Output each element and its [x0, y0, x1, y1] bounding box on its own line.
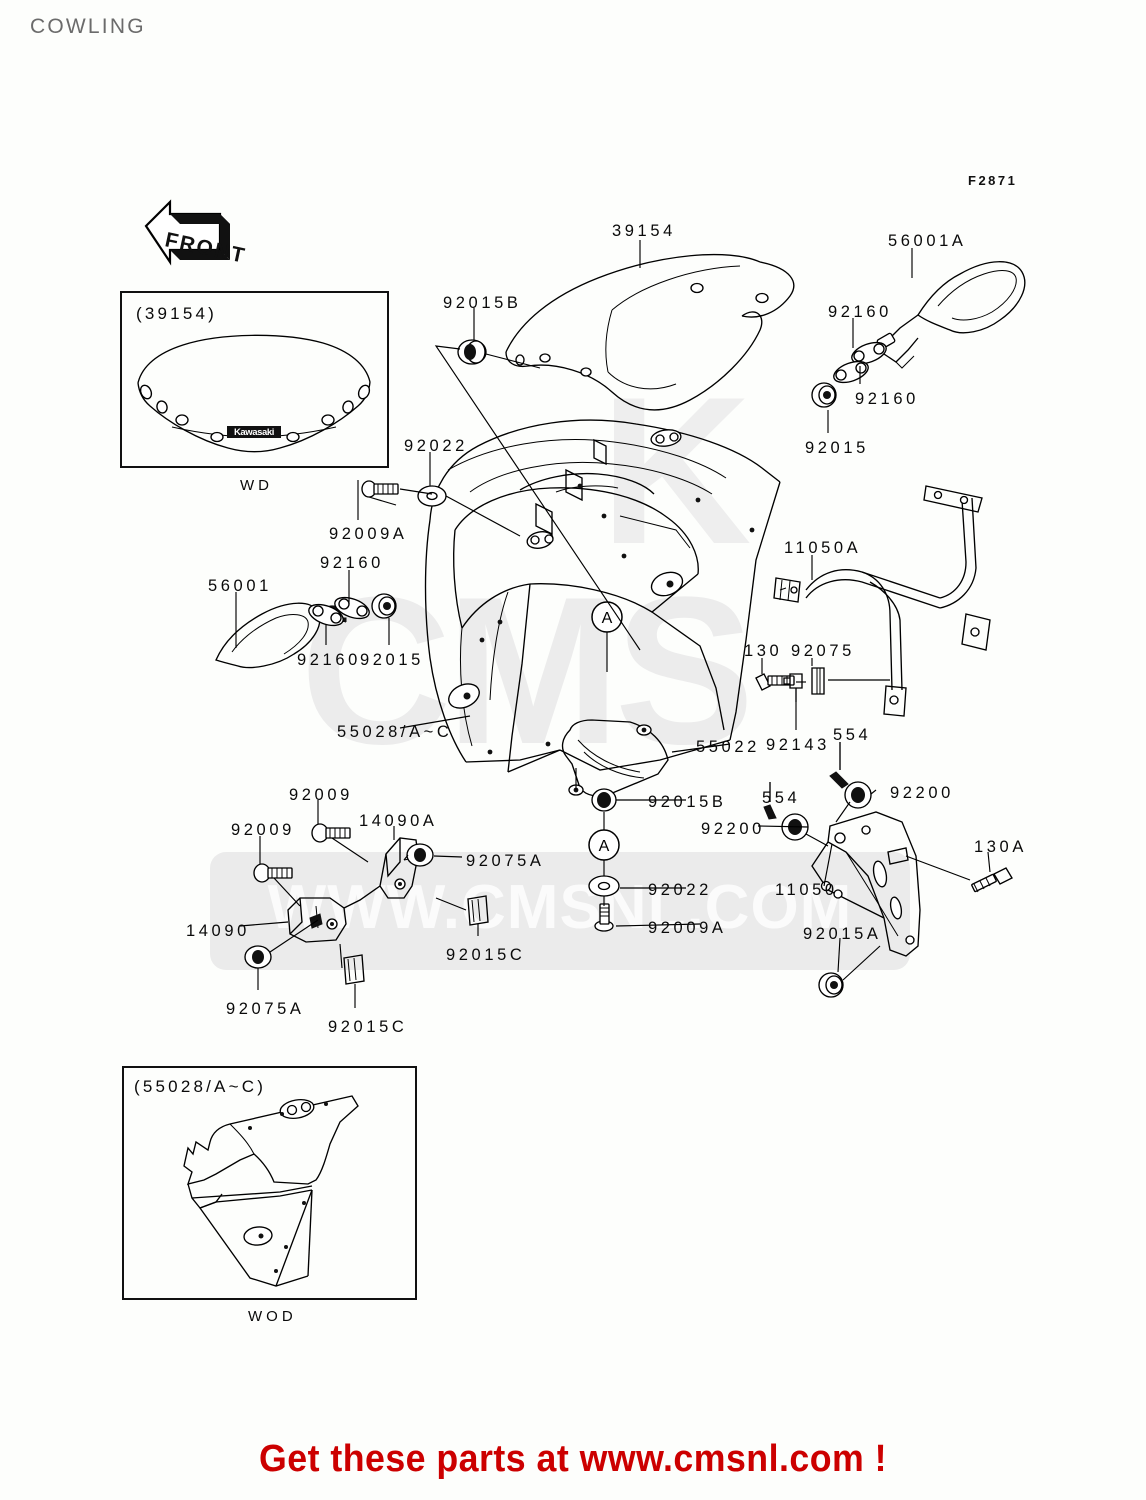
callout-marker-a-lower: A — [588, 829, 620, 861]
watermark-bar — [210, 852, 910, 970]
part-label-92143: 92143 — [766, 736, 830, 754]
part-screws-92009 — [253, 823, 351, 883]
part-label-39154: 39154 — [612, 222, 676, 240]
part-nut-left-92015 — [371, 593, 397, 619]
part-label-92009: 92009 — [231, 821, 295, 839]
main-exploded-drawing: A A — [215, 240, 1026, 1008]
part-label-92160: 92160 — [855, 390, 919, 408]
part-screw-92009A-left — [361, 480, 399, 498]
inset-cowling-caption: WOD — [248, 1308, 297, 1325]
inset-windshield-caption: WD — [240, 477, 273, 494]
part-label-92022: 92022 — [648, 881, 712, 899]
part-label-92009: 92009 — [289, 786, 353, 804]
reference-code: F2871 — [968, 173, 1018, 188]
part-screw-92009A-mid — [594, 903, 614, 932]
inset-cowling-label: (55028/A~C) — [134, 1077, 267, 1096]
part-collar-92143 — [783, 673, 803, 702]
part-label-92075: 92075 — [791, 642, 855, 660]
part-label-55028-A-C: 55028/A~C — [337, 723, 453, 741]
part-label-11050: 11050 — [775, 881, 838, 899]
part-grommet-92015B-top — [457, 339, 487, 365]
part-dampers-92075A — [244, 843, 434, 969]
part-label-92015: 92015 — [805, 439, 869, 457]
part-label-92160: 92160 — [828, 303, 892, 321]
part-label-130: 130 — [744, 642, 783, 660]
part-bolt-130 — [755, 673, 795, 691]
part-spacers-left-92160 — [308, 596, 370, 627]
part-grommet-92075 — [811, 667, 825, 695]
part-label-554: 554 — [762, 789, 801, 807]
part-bushings-92200 — [781, 781, 872, 841]
svg-text:A: A — [602, 610, 613, 627]
part-label-14090A: 14090A — [359, 812, 438, 830]
part-label-11050A: 11050A — [784, 539, 862, 557]
leader-lines — [235, 240, 991, 1008]
page-title: COWLING — [30, 15, 146, 38]
part-windscreen-39154 — [505, 253, 795, 411]
part-clips-92015C — [343, 895, 489, 985]
inset-cowling-frame — [122, 1066, 417, 1300]
part-label-55022: 55022 — [696, 738, 760, 756]
inset-windshield-drawing: Kawasaki — [137, 334, 371, 453]
part-cover-14090A — [343, 837, 419, 909]
inset-windshield-label: (39154) — [136, 304, 217, 323]
watermark-url: WWW.CMSNL.COM — [267, 873, 853, 942]
part-label-554: 554 — [833, 726, 872, 744]
part-washer-92022-mid — [588, 875, 620, 897]
svg-text:A: A — [599, 838, 610, 855]
part-nut-92015A — [818, 972, 844, 998]
part-washer-92022-top — [417, 485, 447, 507]
part-label-92009A: 92009A — [329, 525, 408, 543]
part-label-92200: 92200 — [701, 820, 765, 838]
part-label-14090: 14090 — [186, 922, 250, 940]
front-arrow-icon: FRONT — [144, 199, 248, 268]
svg-text:Kawasaki: Kawasaki — [234, 427, 274, 438]
part-label-92015A: 92015A — [803, 925, 882, 943]
part-bracket-11050 — [811, 811, 921, 957]
part-label-130A: 130A — [974, 838, 1027, 856]
part-arrow-554-b — [763, 782, 777, 820]
part-label-92015B: 92015B — [443, 294, 522, 312]
part-label-92015: 92015 — [360, 651, 424, 669]
part-mirror-right-56001A — [876, 261, 1026, 369]
part-nut-right-92015 — [811, 382, 837, 408]
inset-cowling-drawing — [183, 1095, 359, 1287]
part-label-92022: 92022 — [404, 437, 468, 455]
part-duct-55022 — [561, 719, 669, 797]
part-label-56001A: 56001A — [888, 232, 967, 250]
part-label-92015B: 92015B — [648, 793, 727, 811]
part-grommet-92015B-mid — [591, 788, 617, 812]
part-label-92075A: 92075A — [466, 852, 545, 870]
part-label-92160: 92160 — [320, 554, 384, 572]
part-label-56001: 56001 — [208, 577, 272, 595]
part-label-92075A: 92075A — [226, 1000, 305, 1018]
part-label-92200: 92200 — [890, 784, 954, 802]
part-label-92015C: 92015C — [446, 946, 526, 964]
part-label-92015C: 92015C — [328, 1018, 408, 1036]
footer-cta: Get these parts at www.cmsnl.com ! — [258, 1438, 888, 1480]
part-cowling-55028 — [424, 419, 781, 773]
part-label-92160: 92160 — [297, 651, 361, 669]
inset-windshield-frame — [120, 291, 389, 468]
part-stay-11050A — [773, 485, 991, 717]
part-bolt-130A — [971, 867, 1013, 893]
part-arrow-554-a — [829, 742, 849, 789]
part-label-92009A: 92009A — [648, 919, 727, 937]
